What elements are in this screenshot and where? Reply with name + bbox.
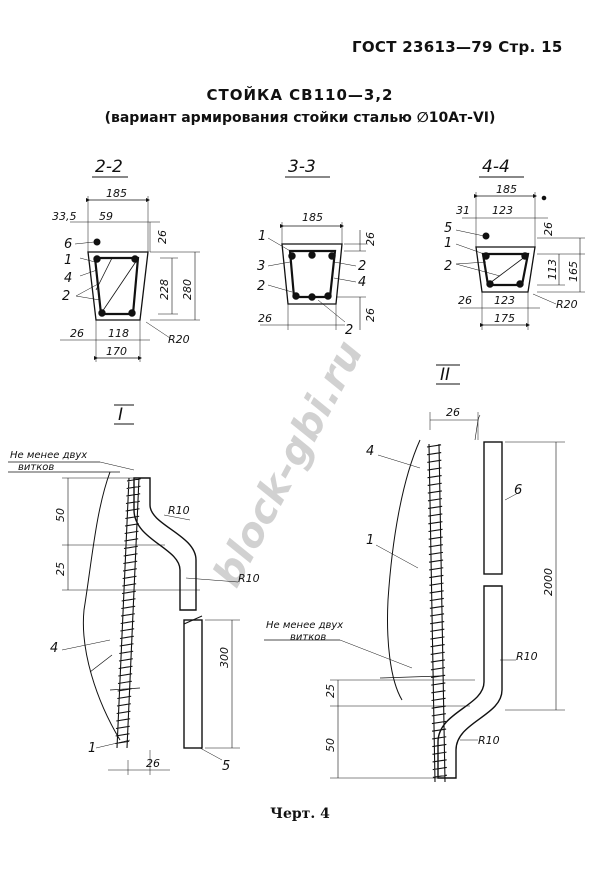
detail-II-radius-b: R10 [478,734,500,747]
dim-2-right-top: 26 [156,230,169,244]
callout-3-e: 4 [358,275,366,290]
section-2-2-text: 185 33,5 59 26 228 280 26 118 170 R20 6 … [52,187,194,358]
section-4-4-text: 185 31 123 26 113 165 26 123 175 R20 5 1… [444,183,580,325]
dim-2-outer-height: 280 [181,279,194,300]
callout-3-c: 2 [257,279,265,294]
detail-II-dim-c: 25 [324,684,337,698]
drawing-title: СТОЙКА СВ110—3,2 [206,86,394,104]
detail-II-text: Не менее двух витков 26 2000 25 50 R10 R… [266,406,555,752]
dim-2-bottom-width: 170 [106,345,127,358]
detail-II: II [264,364,565,783]
callout-3-a: 1 [258,229,266,244]
callout-2-a: 6 [64,237,72,252]
callout-2-d: 2 [62,289,70,304]
section-3-3-label: 3-3 [288,157,316,177]
detail-II-callout-b: 1 [366,533,374,548]
callout-3-b: 3 [257,259,265,274]
section-3-3-text: 185 26 26 26 1 3 2 2 4 2 [257,211,377,338]
dim-4-left-bottom: 26 [458,294,472,307]
callout-3-d: 2 [358,259,366,274]
detail-I-note-line1: Не менее двух [10,450,87,461]
detail-I-dim-a: 50 [54,508,67,522]
detail-II-note-line2: витков [290,632,326,643]
dim-4-left-offset: 31 [456,204,470,217]
section-4-4-label: 4-4 [482,157,510,177]
detail-II-dim-d: 50 [324,738,337,752]
detail-I: I [8,404,240,775]
detail-I-dim-b: 25 [54,562,67,576]
callout-2-b: 1 [64,253,72,268]
detail-I-radius-a: R10 [168,504,190,517]
dim-2-left-offset: 33,5 [52,210,77,223]
figure-caption: Черт. 4 [270,806,330,822]
detail-I-dim-c: 300 [218,647,231,668]
dim-2-inner-bottom: 118 [108,327,129,340]
dim-2-radius: R20 [168,333,190,346]
detail-II-dim-a: 26 [446,406,460,419]
callout-4-c: 2 [444,259,452,274]
dim-4-top-width: 185 [496,183,517,196]
detail-I-text: Не менее двух витков 50 25 300 26 R10 R1… [10,450,260,774]
detail-I-label: I [118,405,123,425]
detail-II-dim-b: 2000 [542,568,555,596]
detail-I-radius-b: R10 [238,572,260,585]
detail-II-callout-c: 6 [514,483,522,498]
dim-3-bottom-left: 26 [258,312,272,325]
dim-3-top-width: 185 [302,211,323,224]
section-2-2: 2-2 [60,157,200,362]
page-header: ГОСТ 23613—79 Стр. 15 [352,38,563,56]
detail-I-dim-d: 26 [146,757,160,770]
detail-II-note-line1: Не менее двух [266,620,343,631]
dim-4-inner-height: 113 [546,259,559,280]
dim-3-right-top: 26 [364,232,377,246]
dim-4-inner-bottom: 123 [494,294,515,307]
dim-4-right-top: 26 [542,222,555,236]
dim-4-inner-top: 123 [492,204,513,217]
dim-3-bottom-right: 26 [364,308,377,322]
dim-2-inner-top: 59 [99,210,113,223]
callout-4-a: 5 [444,221,452,236]
watermark-text: block-gbi.ru [205,333,373,594]
detail-II-label: II [440,365,450,385]
callout-2-c: 4 [64,271,72,286]
detail-I-note-line2: витков [18,462,54,473]
detail-I-callout-b: 1 [88,741,96,756]
detail-II-radius-a: R10 [516,650,538,663]
section-4-4: 4-4 [455,157,585,330]
detail-I-callout-c: 5 [222,759,230,774]
detail-II-callout-a: 4 [366,444,374,459]
dim-4-radius: R20 [556,298,578,311]
detail-I-callout-a: 4 [50,641,58,656]
dim-2-top-width: 185 [106,187,127,200]
callout-4-b: 1 [444,236,452,251]
dim-2-left-bottom: 26 [70,327,84,340]
dim-4-bottom-width: 175 [494,312,515,325]
callout-3-f: 2 [345,323,353,338]
section-3-3: 3-3 [260,157,366,330]
dim-4-outer-height: 165 [567,261,580,282]
dim-2-inner-height: 228 [158,279,171,300]
drawing-subtitle: (вариант армирования стойки сталью ∅10Ат… [104,110,496,126]
section-2-2-label: 2-2 [95,157,123,177]
